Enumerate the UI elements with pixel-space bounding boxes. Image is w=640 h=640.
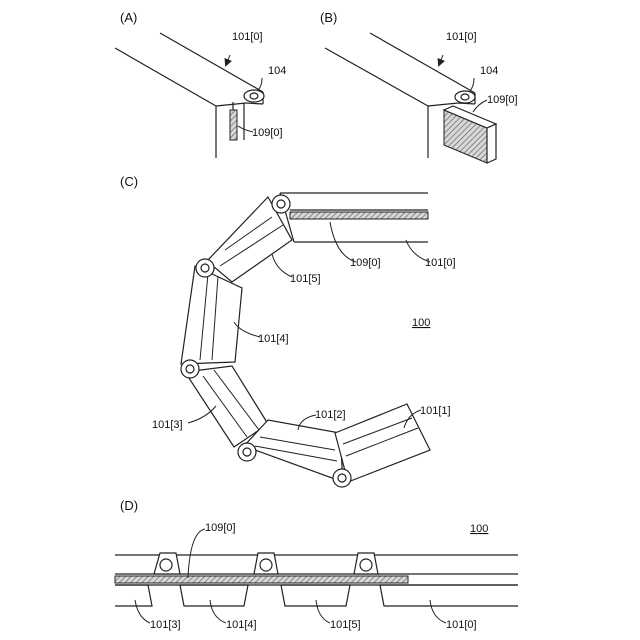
panel-a-film-slot bbox=[230, 110, 237, 140]
panel-a-housing bbox=[115, 33, 263, 158]
panel-c-segment-1 bbox=[335, 404, 430, 482]
panel-c-callout-seg0: 101[0] bbox=[425, 257, 456, 269]
panel-a-callout-hinge: 104 bbox=[268, 65, 286, 77]
panel-c-segment-0 bbox=[280, 193, 428, 242]
panel-d-device-ref: 100 bbox=[470, 523, 488, 535]
panel-c-label: (C) bbox=[120, 174, 138, 189]
panel-b-hinge bbox=[455, 91, 475, 103]
panel-a-callout-display: 101[0] bbox=[232, 31, 263, 43]
panel-b-label: (B) bbox=[320, 10, 337, 25]
panel-a-hinge bbox=[244, 90, 264, 102]
panel-d-callout-seg0: 101[0] bbox=[446, 619, 477, 631]
panel-c-callout-seg2: 101[2] bbox=[315, 409, 346, 421]
panel-b-callout-display: 101[0] bbox=[446, 31, 477, 43]
panel-a-callout-film: 109[0] bbox=[252, 127, 283, 139]
panel-a: (A) 101[0] 104 109[0] bbox=[115, 10, 286, 158]
panel-b-film-extended bbox=[444, 106, 496, 163]
panel-c-callout-film: 109[0] bbox=[350, 257, 381, 269]
panel-d-label: (D) bbox=[120, 498, 138, 513]
panel-c-callout-seg5: 101[5] bbox=[290, 273, 321, 285]
panel-d-callout-seg5: 101[5] bbox=[330, 619, 361, 631]
panel-d-callout-seg4: 101[4] bbox=[226, 619, 257, 631]
panel-b-callout-hinge: 104 bbox=[480, 65, 498, 77]
panel-c-device-ref: 100 bbox=[412, 317, 430, 329]
panel-c-callout-seg4: 101[4] bbox=[258, 333, 289, 345]
panel-d-film bbox=[115, 576, 408, 583]
panel-d-callout-seg3: 101[3] bbox=[150, 619, 181, 631]
panel-a-display-arrow bbox=[226, 55, 230, 65]
panel-b: (B) 101[0] 104 109[0] bbox=[320, 10, 518, 163]
panel-c: (C) 100 bbox=[120, 174, 456, 487]
panel-c-callout-seg3: 101[3] bbox=[152, 419, 183, 431]
panel-b-display-arrow bbox=[439, 55, 443, 65]
panel-d: (D) 100 109[0] 101[3] 101[4] bbox=[115, 498, 518, 631]
panel-d-hinges bbox=[154, 553, 378, 574]
panel-c-segment-2 bbox=[244, 420, 343, 482]
panel-c-callout-seg1: 101[1] bbox=[420, 405, 451, 417]
panel-d-callout-film: 109[0] bbox=[205, 522, 236, 534]
panel-b-callout-film: 109[0] bbox=[487, 94, 518, 106]
panel-a-label: (A) bbox=[120, 10, 137, 25]
